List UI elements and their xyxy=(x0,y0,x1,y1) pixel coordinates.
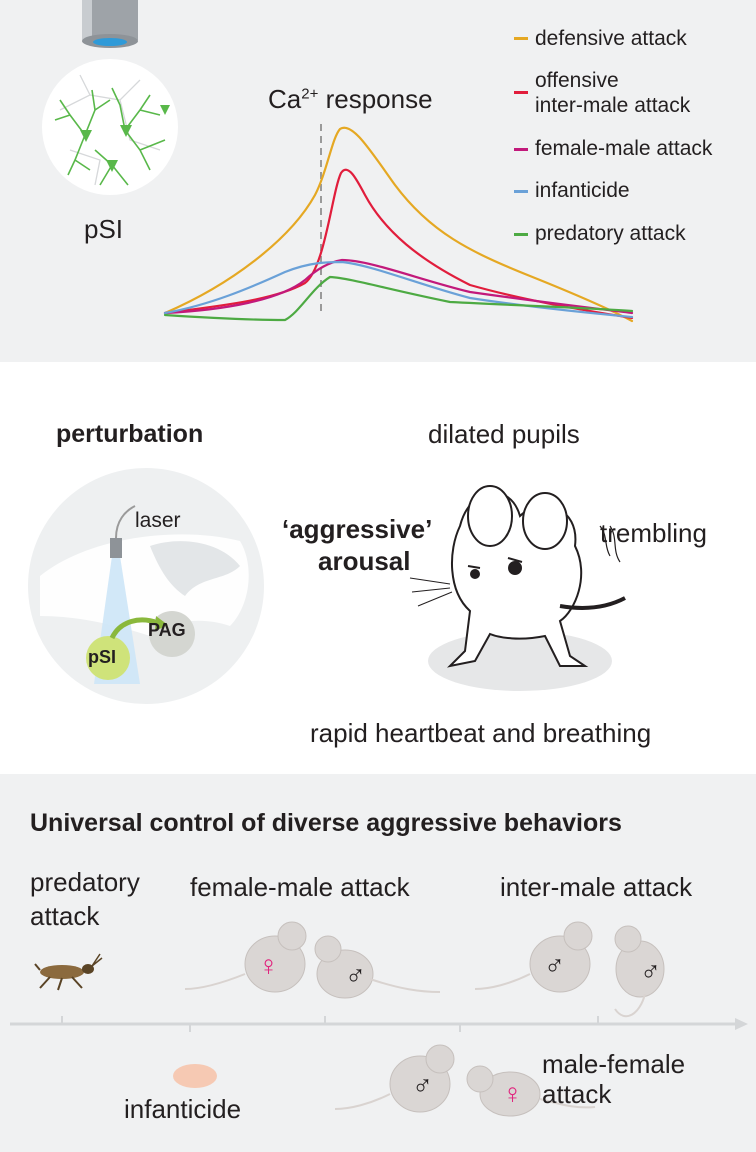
trace-infanticide xyxy=(163,260,634,319)
calcium-response-panel: pSI Ca2+ response defensive attack offen… xyxy=(0,0,756,362)
heartbeat-label: rapid heartbeat and breathing xyxy=(310,718,652,748)
behavior-axis xyxy=(10,1016,748,1032)
legend-swatch-infanticide xyxy=(514,190,528,193)
perturbation-heading: perturbation xyxy=(56,420,204,448)
legend-label-offensive: offensive xyxy=(535,69,619,92)
male-symbol-icon: ♂ xyxy=(345,960,366,991)
male-symbol-icon: ♂ xyxy=(640,956,661,987)
inter-male-mice-icon xyxy=(474,921,665,1018)
behaviors-panel: Universal control of diverse aggressive … xyxy=(0,774,756,1152)
male-female-mice-icon xyxy=(334,1044,596,1117)
optic-fiber-icon xyxy=(82,0,138,48)
dilated-pupils-label: dilated pupils xyxy=(428,419,580,449)
laser-label: laser xyxy=(135,509,181,532)
trembling-label: trembling xyxy=(600,518,707,548)
pag-label: PAG xyxy=(148,620,186,640)
behaviors-graphic xyxy=(10,921,748,1117)
cricket-icon xyxy=(34,953,103,991)
male-female-label-line2: attack xyxy=(542,1079,612,1109)
aroused-mouse-icon xyxy=(409,485,626,691)
calcium-response-graphic xyxy=(42,0,634,323)
psi-label: pSI xyxy=(88,647,117,667)
region-label-psi: pSI xyxy=(84,214,124,244)
perturbation-panel: perturbation laser pSI PAG dilated pupil… xyxy=(0,366,756,770)
trace-defensive-attack xyxy=(163,126,634,323)
pup-icon xyxy=(173,1064,217,1088)
trace-female-male xyxy=(163,258,634,315)
male-symbol-icon: ♂ xyxy=(412,1070,433,1101)
legend-swatch-defensive xyxy=(514,37,528,40)
male-symbol-icon: ♂ xyxy=(544,950,565,981)
response-title: Ca2+ response xyxy=(268,84,433,114)
female-symbol-icon: ♀ xyxy=(258,950,279,981)
legend-label-infanticide: infanticide xyxy=(535,179,630,202)
brain-section-icon xyxy=(28,468,264,704)
trace-predatory xyxy=(163,275,634,322)
neuron-cluster-icon xyxy=(42,59,178,195)
arousal-label-line1: ‘aggressive’ xyxy=(282,514,433,544)
female-male-mice-icon xyxy=(184,921,441,999)
female-male-label: female-male attack xyxy=(190,872,410,902)
legend-label-offensive-line2: inter-male attack xyxy=(535,94,691,117)
predatory-label-line2: attack xyxy=(30,901,100,931)
behaviors-title: Universal control of diverse aggressive … xyxy=(30,809,622,837)
legend-swatch-offensive xyxy=(514,91,528,94)
female-symbol-icon: ♀ xyxy=(502,1078,523,1109)
arousal-label-line2: arousal xyxy=(318,546,411,576)
predatory-label-line1: predatory xyxy=(30,867,140,897)
male-female-label-line1: male-female xyxy=(542,1049,686,1079)
legend-swatch-female-male xyxy=(514,148,528,151)
legend-label-female-male: female-male attack xyxy=(535,137,713,160)
inter-male-label: inter-male attack xyxy=(500,872,693,902)
infanticide-label: infanticide xyxy=(124,1094,242,1124)
legend-label-defensive: defensive attack xyxy=(535,27,687,50)
legend-label-predatory: predatory attack xyxy=(535,222,686,245)
perturbation-graphic xyxy=(28,468,626,704)
legend-swatch-predatory xyxy=(514,233,528,236)
